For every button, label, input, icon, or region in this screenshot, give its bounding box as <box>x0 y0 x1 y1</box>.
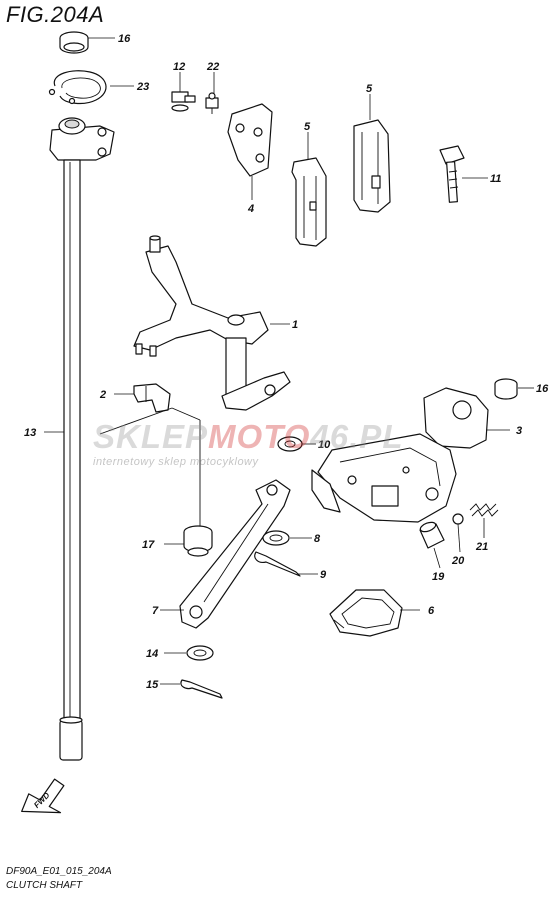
fwd-arrow-icon: FWD <box>21 778 65 814</box>
part-1-shift-lever <box>133 235 291 411</box>
watermark-brand-d: .PL <box>349 418 404 455</box>
watermark-brand-a: SKLEP <box>93 418 209 455</box>
part-2-clip <box>133 383 171 413</box>
figure-title: FIG.204A <box>6 2 105 27</box>
callout-21: 21 <box>475 541 488 553</box>
part-4-plate <box>227 103 273 177</box>
watermark-brand: SKLEPMOTO46.PL <box>93 418 403 456</box>
callout-13: 13 <box>24 427 36 439</box>
callout-4: 4 <box>247 203 254 215</box>
assembly-guide-lines <box>99 407 201 528</box>
callout-12: 12 <box>173 61 185 73</box>
part-7-link-arm <box>179 479 291 629</box>
part-3-clutch-cam-housing <box>311 387 489 523</box>
callout-11: 11 <box>490 173 501 185</box>
callout-2: 2 <box>99 389 106 401</box>
part-8-washer <box>262 530 290 546</box>
part-22-grease-nipple <box>205 92 219 114</box>
callout-20: 20 <box>451 555 465 567</box>
part-21-spring <box>469 503 499 517</box>
part-16-plug-right <box>494 378 518 400</box>
callout-3: 3 <box>516 425 522 437</box>
part-20-ball <box>452 513 464 525</box>
callout-16-top: 16 <box>118 33 131 45</box>
callout-17: 17 <box>142 539 155 551</box>
callout-9: 9 <box>320 569 327 581</box>
callout-7: 7 <box>152 605 159 617</box>
part-5-bracket-right <box>353 119 391 213</box>
callout-8: 8 <box>314 533 321 545</box>
part-6-grommet <box>329 589 403 637</box>
part-19-pin <box>419 521 445 549</box>
part-12-bolt <box>171 91 196 112</box>
callout-5-right: 5 <box>366 83 373 95</box>
footer-code: DF90A_E01_015_204A <box>6 866 112 877</box>
part-16-plug-top <box>59 31 89 54</box>
callout-14: 14 <box>146 648 158 660</box>
callout-5-left: 5 <box>304 121 311 133</box>
part-14-washer <box>186 645 214 661</box>
part-11-bolt <box>439 145 465 203</box>
callout-23: 23 <box>136 81 149 93</box>
part-9-cotter-pin <box>254 551 301 577</box>
part-15-cotter-pin <box>180 679 223 699</box>
callout-1: 1 <box>292 319 298 331</box>
callout-6: 6 <box>428 605 435 617</box>
part-5-bracket-left <box>291 157 327 247</box>
watermark-subtitle: internetowy sklep motocyklowy <box>93 456 259 468</box>
callout-10: 10 <box>318 439 331 451</box>
part-23-circlip <box>48 70 107 105</box>
callout-19: 19 <box>432 571 445 583</box>
part-17-bushing <box>183 525 213 557</box>
callout-22: 22 <box>206 61 219 73</box>
watermark-brand-c: 46 <box>310 418 350 455</box>
callout-16-right: 16 <box>536 383 549 395</box>
watermark-brand-b: MOTO <box>208 418 311 455</box>
footer-caption: CLUTCH SHAFT <box>6 880 83 891</box>
part-13-clutch-shaft <box>49 117 115 761</box>
callout-15: 15 <box>146 679 159 691</box>
